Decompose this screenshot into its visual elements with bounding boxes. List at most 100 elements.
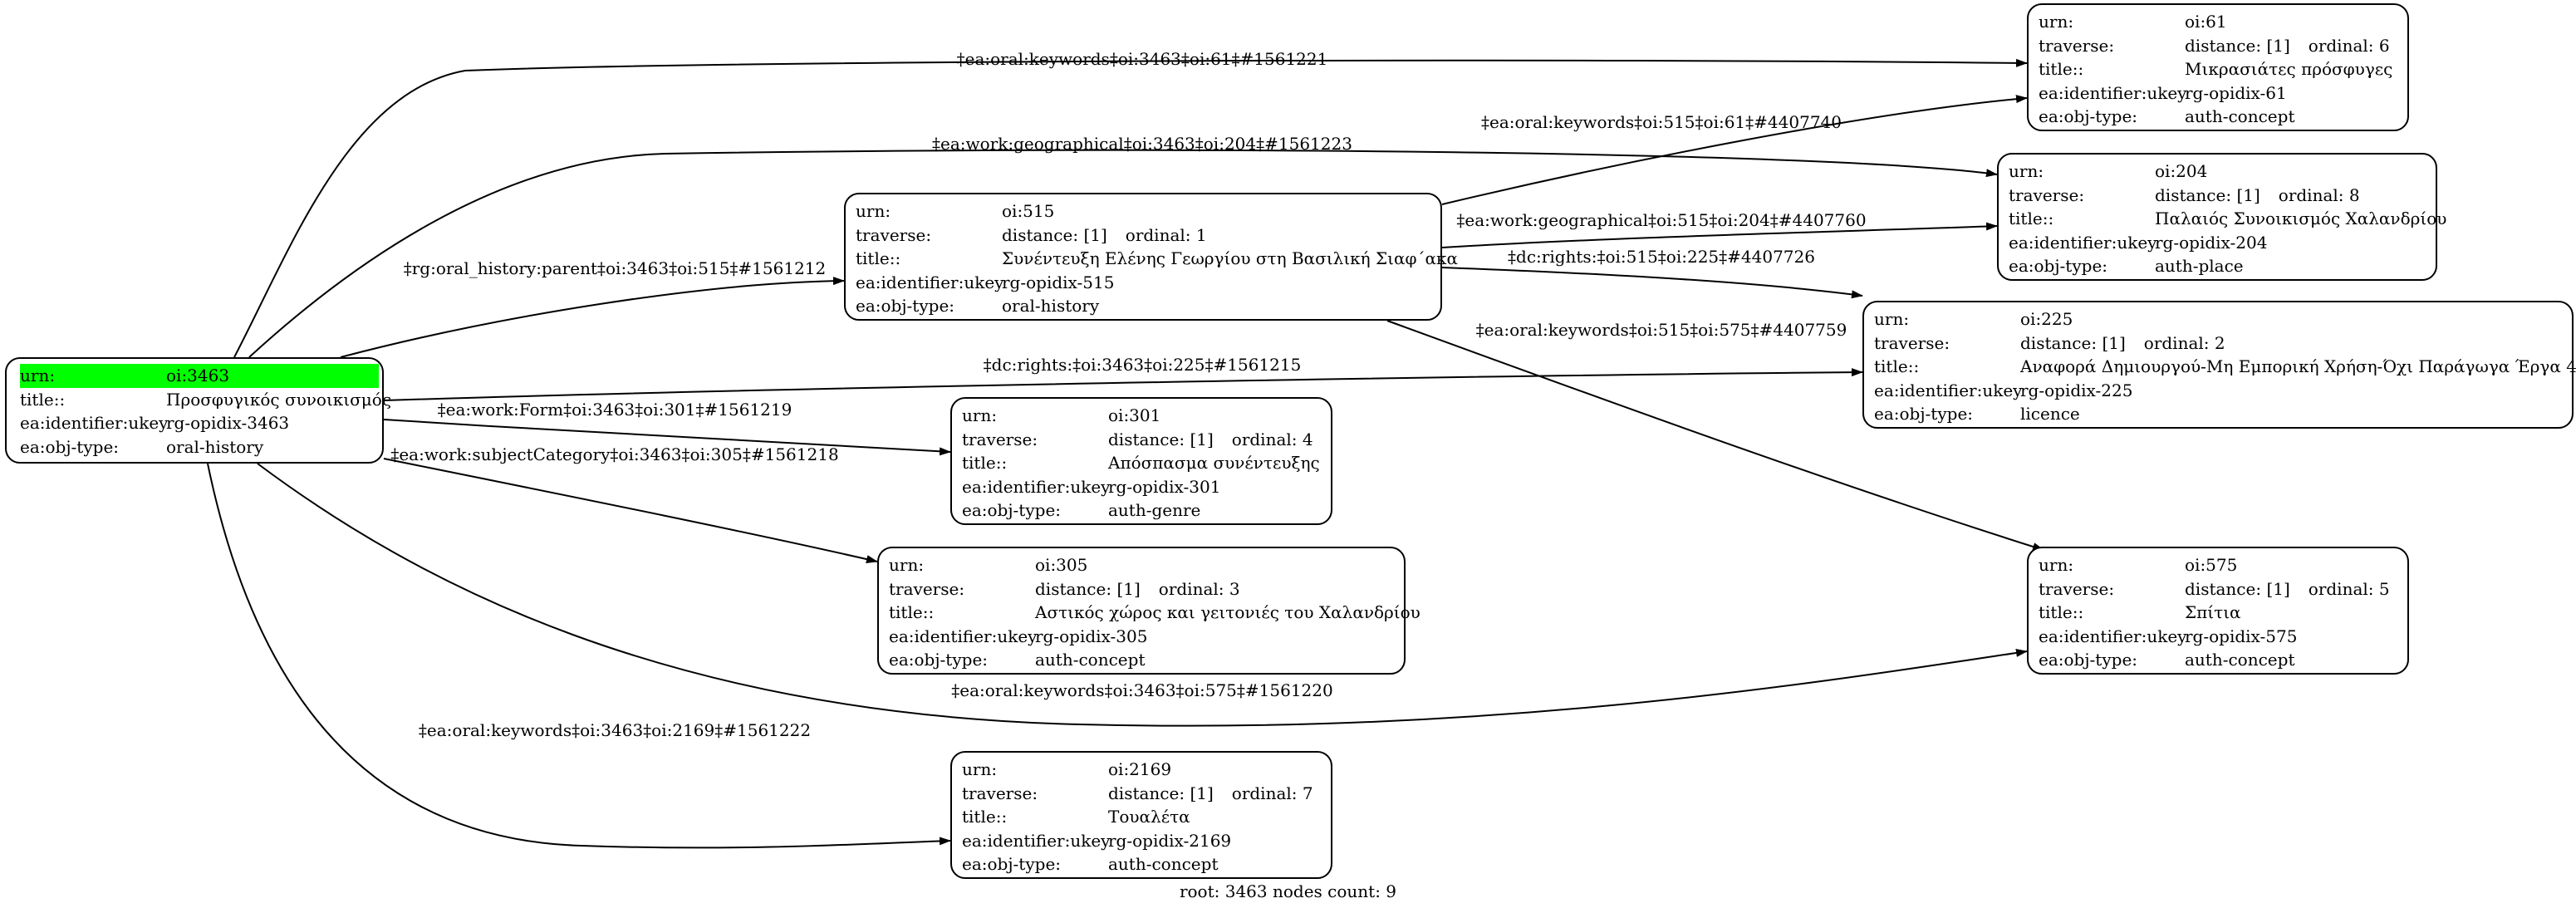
- node-row-traverse: traverse:distance: [1]ordinal: 2: [1874, 331, 2562, 356]
- node-row-ukey: ea:identifier:ukey rg-opidix-3463: [17, 411, 372, 435]
- edge-label: ‡ea:oral:keywords‡oi:515‡oi:575‡#4407759: [1476, 320, 1847, 340]
- row-key: traverse:: [2039, 35, 2115, 56]
- node-row-urn: urn:oi:61: [2039, 10, 2397, 34]
- row-key: ea:obj-type:: [962, 854, 1062, 874]
- row-key: traverse:: [2009, 184, 2085, 205]
- row-value: distance: [1]: [1108, 783, 1214, 803]
- row-ordinal: ordinal: 1: [1125, 224, 1207, 245]
- edge-n3463-n204: [248, 149, 1998, 358]
- row-value: rg-opidix-575: [2185, 626, 2298, 646]
- row-value: rg-opidix-2169: [1108, 830, 1232, 851]
- node-row-objtype: ea:obj-type:auth-concept: [2039, 648, 2397, 672]
- row-key: traverse:: [856, 224, 932, 245]
- node-row-objtype: ea:obj-type:auth-concept: [889, 648, 1394, 672]
- node-61[interactable]: urn:oi:61 traverse:distance: [1]ordinal:…: [2027, 3, 2409, 131]
- edge-label: ‡ea:work:subjectCategory‡oi:3463‡oi:305‡…: [390, 444, 838, 464]
- row-value: rg-opidix-3463: [166, 413, 290, 433]
- row-key: ea:obj-type:: [1874, 404, 1974, 424]
- row-value: rg-opidix-204: [2155, 232, 2268, 253]
- node-row-urn: urn:oi:575: [2039, 553, 2397, 577]
- node-root-3463[interactable]: urn: oi:3463 title:: Προσφυγικός συνοικι…: [5, 357, 391, 464]
- row-value: auth-concept: [2185, 650, 2295, 670]
- node-row-urn: urn:oi:305: [889, 553, 1394, 577]
- edge-n3463-n515: [340, 277, 845, 358]
- row-value: oral-history: [166, 436, 264, 457]
- edge-label: ‡dc:rights:‡oi:515‡oi:225‡#4407726: [1508, 247, 1815, 267]
- node-row-traverse: traverse: distance: [1] ordinal: 5: [2039, 577, 2397, 601]
- node-row-traverse: traverse: distance: [1] ordinal: 8: [2009, 184, 2426, 208]
- node-row-traverse: traverse:distance: [1]ordinal: 4: [962, 428, 1321, 452]
- row-key: title::: [2039, 602, 2084, 622]
- row-value: Προσφυγικός συνοικισμός: [166, 389, 392, 410]
- row-key: ea:identifier:ukey: [856, 272, 1004, 292]
- node-row-title: title::Τουαλέτα: [962, 805, 1321, 829]
- node-row-traverse: traverse:distance: [1]ordinal: 7: [962, 782, 1321, 806]
- row-key: ea:obj-type:: [20, 436, 120, 457]
- row-value: Μικρασιάτες πρόσφυγες: [2185, 59, 2393, 79]
- node-row-title: title::Συνέντευξη Ελένης Γεωργίου στη Βα…: [856, 247, 1458, 271]
- row-ordinal: ordinal: 8: [2278, 184, 2360, 205]
- node-row-title: title::Αναφορά Δημιουργού-Μη Εμπορική Χρ…: [1874, 355, 2576, 379]
- edge-n3463-n225: [383, 368, 1863, 401]
- row-key: title::: [962, 807, 1008, 827]
- node-301[interactable]: urn:oi:301 traverse:distance: [1]ordinal…: [950, 397, 1332, 525]
- row-value: rg-opidix-515: [1002, 272, 1115, 292]
- row-key: ea:identifier:ukey: [962, 830, 1111, 851]
- node-row-traverse: traverse:distance: [1]ordinal: 6: [2039, 34, 2397, 58]
- node-row-traverse: traverse:distance: [1]ordinal: 3: [889, 577, 1394, 601]
- node-225[interactable]: urn:oi:225 traverse:distance: [1]ordinal…: [1862, 301, 2576, 429]
- row-ordinal: ordinal: 5: [2308, 578, 2390, 599]
- edge-label: ‡dc:rights:‡oi:3463‡oi:225‡#1561215: [984, 355, 1302, 375]
- row-value: oi:225: [2020, 309, 2073, 329]
- node-row-objtype: ea:obj-type:auth-place: [2009, 254, 2426, 278]
- edge-n3463-n2169: [207, 463, 951, 849]
- edge-label: ‡ea:oral:keywords‡oi:3463‡oi:2169‡#15612…: [419, 720, 811, 740]
- row-value: oi:515: [1002, 201, 1055, 221]
- row-key: title::: [2039, 59, 2084, 79]
- row-ordinal: ordinal: 6: [2308, 35, 2390, 56]
- row-value: distance: [1]: [1002, 224, 1107, 245]
- row-key: traverse:: [1874, 332, 1950, 353]
- row-value: distance: [1]: [2185, 578, 2290, 599]
- row-key: urn:: [962, 759, 998, 779]
- node-305[interactable]: urn:oi:305 traverse:distance: [1]ordinal…: [877, 547, 1420, 675]
- node-575[interactable]: urn:oi:575 traverse: distance: [1] ordinal…: [2027, 547, 2409, 675]
- row-ordinal: ordinal: 4: [1231, 429, 1313, 449]
- row-key: urn:: [856, 201, 891, 221]
- row-key: traverse:: [962, 429, 1038, 449]
- edge-label: ‡ea:oral:keywords‡oi:515‡oi:61‡#4407740: [1481, 112, 1842, 132]
- row-key: title::: [20, 389, 66, 410]
- node-row-urn: urn: oi:515: [856, 199, 1430, 223]
- row-value: Απόσπασμα συνέντευξης: [1108, 453, 1320, 473]
- row-key: traverse:: [2039, 578, 2115, 599]
- node-row-urn: urn:oi:225: [1874, 307, 2562, 331]
- edge-n3463-n575: [257, 463, 2028, 727]
- row-value: oi:305: [1035, 555, 1088, 575]
- edge-label: ‡ea:work:geographical‡oi:3463‡oi:204‡#15…: [932, 134, 1352, 154]
- row-key: title::: [962, 453, 1008, 473]
- edge-n515-n204: [1441, 222, 1998, 248]
- row-key: traverse:: [962, 783, 1038, 803]
- row-value: Συνέντευξη Ελένης Γεωργίου στη Βασιλική …: [1002, 248, 1459, 268]
- row-key: ea:identifier:ukey: [2009, 232, 2157, 253]
- node-row-title: title::Αστικός χώρος και γειτονιές του Χ…: [889, 601, 1420, 625]
- row-key: ea:identifier:ukey: [962, 476, 1111, 497]
- row-key: urn:: [20, 364, 166, 388]
- node-row-urn: urn:oi:2169: [962, 758, 1321, 782]
- row-value: distance: [1]: [2020, 332, 2126, 353]
- node-2169[interactable]: urn:oi:2169 traverse:distance: [1]ordina…: [950, 751, 1332, 879]
- row-value: distance: [1]: [1035, 578, 1141, 599]
- node-515[interactable]: urn: oi:515 traverse: distance: [1] ordinal…: [844, 193, 1458, 321]
- row-value: distance: [1]: [2155, 184, 2260, 205]
- edge-n515-n61: [1441, 95, 2028, 205]
- row-key: title::: [856, 248, 901, 268]
- edge-label: ‡rg:oral_history:parent‡oi:3463‡oi:515‡#…: [404, 258, 827, 278]
- node-row-objtype: ea:obj-type:auth-genre: [962, 498, 1321, 523]
- node-204[interactable]: urn:oi:204 traverse:distance: [1]ordinal…: [1997, 153, 2446, 281]
